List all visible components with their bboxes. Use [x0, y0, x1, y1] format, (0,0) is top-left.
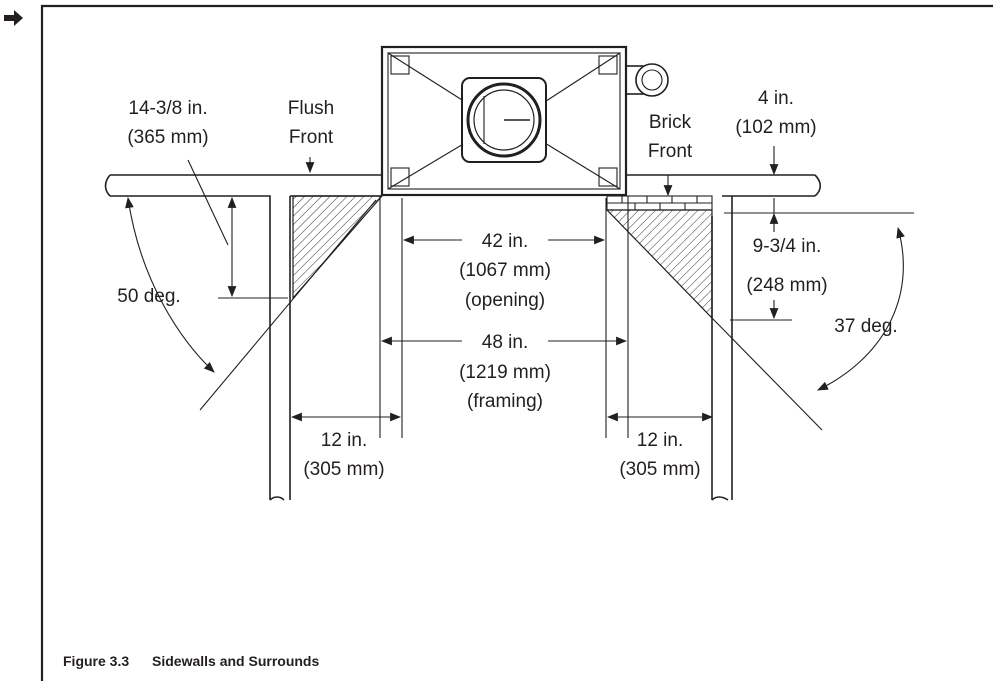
framing-width-label: 48 in. — [482, 332, 528, 353]
left-clearance-metric: (305 mm) — [303, 459, 384, 480]
framing-caption: (framing) — [467, 391, 543, 412]
frame-border — [40, 4, 993, 681]
right-surround-hatch — [605, 209, 713, 320]
right-arrow-icon — [4, 10, 23, 26]
flush-front-label-2: Front — [289, 127, 334, 148]
opening-width-metric: (1067 mm) — [459, 260, 551, 281]
left-clearance-label: 12 in. — [321, 430, 367, 451]
brick-front-label-2: Front — [648, 141, 693, 162]
vent-pipe — [625, 63, 669, 97]
dimension-lines — [125, 146, 914, 438]
framing-width-metric: (1219 mm) — [459, 362, 551, 383]
left-offset-label: 14-3/8 in. — [128, 98, 207, 119]
brick-front — [606, 195, 713, 211]
opening-caption: (opening) — [465, 290, 545, 311]
opening-width-label: 42 in. — [482, 231, 528, 252]
wall-outline — [104, 174, 822, 501]
right-offset-metric: (248 mm) — [746, 275, 827, 296]
fireplace-unit — [380, 45, 669, 197]
brick-front-label: Brick — [649, 112, 692, 133]
flush-front-label: Flush — [288, 98, 334, 119]
right-clearance-metric: (305 mm) — [619, 459, 700, 480]
left-angle-label: 50 deg. — [117, 286, 180, 307]
brick-depth-metric: (102 mm) — [735, 117, 816, 138]
right-offset-label: 9-3/4 in. — [753, 236, 822, 257]
figure-title: Sidewalls and Surrounds — [152, 653, 319, 669]
right-clearance-label: 12 in. — [637, 430, 683, 451]
left-offset-metric: (365 mm) — [127, 127, 208, 148]
figure-number: Figure 3.3 — [63, 653, 129, 669]
brick-depth-label: 4 in. — [758, 88, 794, 109]
right-angle-label: 37 deg. — [834, 316, 897, 337]
